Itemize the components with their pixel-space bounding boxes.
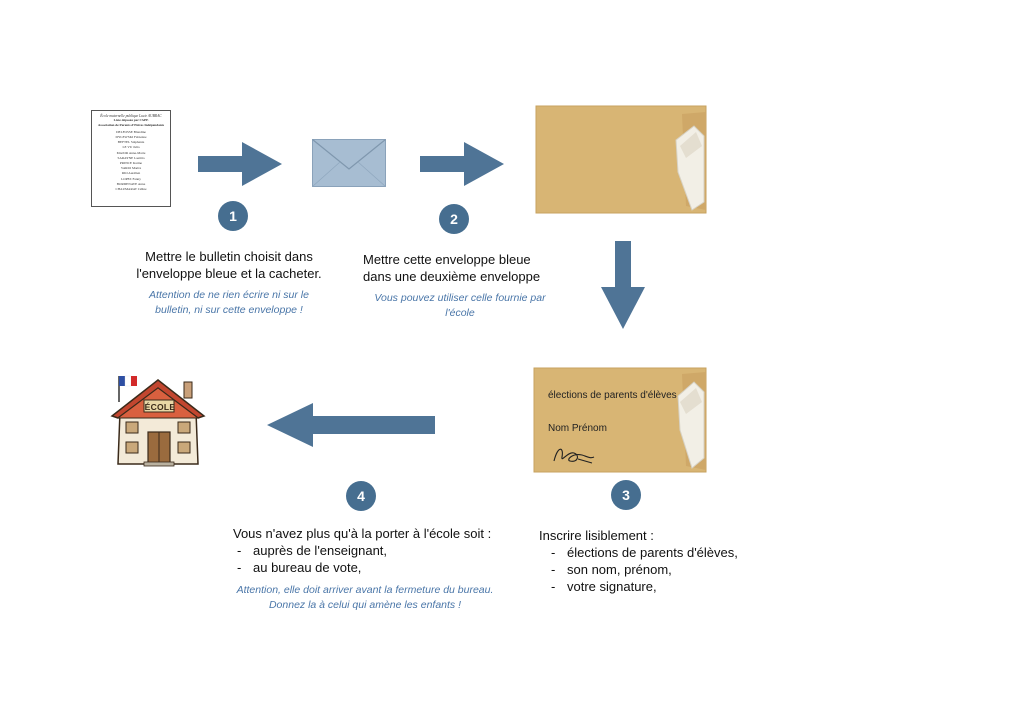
envelope-title-label: élections de parents d'élèves (548, 390, 677, 401)
ballot-name: RIO Aurélien (121, 171, 141, 176)
step-number-badge: 4 (346, 481, 376, 511)
ballot-name: DYLEWSKI Fabienne (115, 135, 147, 140)
ballot-name: BORDENAVE Anne (116, 181, 146, 186)
instruction-list: auprès de l'enseignant, au bureau de vot… (233, 542, 533, 576)
step-4-instruction: Vous n'avez plus qu'à la porter à l'écol… (233, 525, 533, 576)
step-number-badge: 1 (218, 201, 248, 231)
school-sign-label: ÉCOLE (144, 402, 176, 412)
ballot-list-title: Liste déposée par l'APE (113, 118, 149, 123)
right-arrow-icon (420, 142, 504, 186)
note-line: Attention, elle doit arriver avant la fe… (236, 584, 494, 596)
note-line: Vous pouvez utiliser celle fournie par (374, 292, 546, 304)
list-item: votre signature, (547, 578, 779, 595)
ballot-paper-icon: École maternelle publique Lucie AUBRAC L… (91, 110, 171, 207)
note-line: l'école (445, 307, 475, 319)
list-item: son nom, prénom, (547, 561, 779, 578)
note-line: Donnez la à celui qui amène les enfants … (268, 599, 462, 611)
down-arrow-icon (601, 241, 645, 329)
step-2-instruction: Mettre cette enveloppe bleue dans une de… (363, 251, 563, 285)
envelope-name-label: Nom Prénom (548, 423, 607, 434)
instruction-line: dans une deuxième enveloppe (363, 269, 541, 284)
blue-envelope-icon (312, 139, 386, 187)
step-1-instruction: Mettre le bulletin choisit dans l'envelo… (126, 248, 332, 282)
instruction-line: Mettre cette enveloppe bleue (363, 252, 531, 267)
school-house-icon (110, 375, 206, 467)
ballot-name: SARAYNE Laetitia (117, 155, 145, 160)
ballot-name: DELFOSSE Blandine (116, 129, 146, 134)
ballot-name: PRINCE Karine (119, 161, 143, 166)
ballot-name: CHAUMARAT Céline (115, 187, 147, 192)
step-number-badge: 3 (611, 480, 641, 510)
ballot-name: LOPEZ Fanny (121, 176, 141, 181)
step-4-note: Attention, elle doit arriver avant la fe… (220, 583, 510, 613)
left-arrow-icon (267, 403, 435, 447)
note-line: bulletin, ni sur cette enveloppe ! (155, 304, 303, 316)
instruction-intro: Vous n'avez plus qu'à la porter à l'écol… (233, 526, 492, 541)
ballot-name: LE VU Julia (122, 145, 140, 150)
step-3-instruction: Inscrire lisiblement : élections de pare… (539, 527, 779, 595)
kraft-envelope-icon (533, 367, 707, 473)
ballot-list-subtitle: Association de Parents d'Elèves Indépend… (97, 122, 165, 127)
step-number-badge: 2 (439, 204, 469, 234)
right-arrow-icon (198, 142, 282, 186)
instruction-list: élections de parents d'élèves, son nom, … (547, 544, 779, 595)
flag-icon (118, 375, 137, 402)
step-1-note: Attention de ne rien écrire ni sur le bu… (126, 288, 332, 318)
ballot-header: École maternelle publique Lucie AUBRAC (100, 114, 162, 118)
list-item: au bureau de vote, (233, 559, 533, 576)
list-item: auprès de l'enseignant, (233, 542, 533, 559)
list-item: élections de parents d'élèves, (547, 544, 779, 561)
ballot-name: VARIO Maëva (120, 166, 142, 171)
note-line: Attention de ne rien écrire ni sur le (149, 289, 309, 301)
instruction-intro: Inscrire lisiblement : (539, 528, 654, 543)
step-2-note: Vous pouvez utiliser celle fournie par l… (356, 291, 564, 321)
ballot-name: BEFTEL Stéphanie (117, 140, 145, 145)
instruction-line: l'enveloppe bleue et la cacheter. (136, 266, 322, 281)
instruction-line: Mettre le bulletin choisit dans (145, 249, 313, 264)
ballot-name: MAJOR Anne-Marie (116, 150, 146, 155)
signature-icon (553, 448, 595, 464)
kraft-envelope-icon (535, 105, 707, 214)
